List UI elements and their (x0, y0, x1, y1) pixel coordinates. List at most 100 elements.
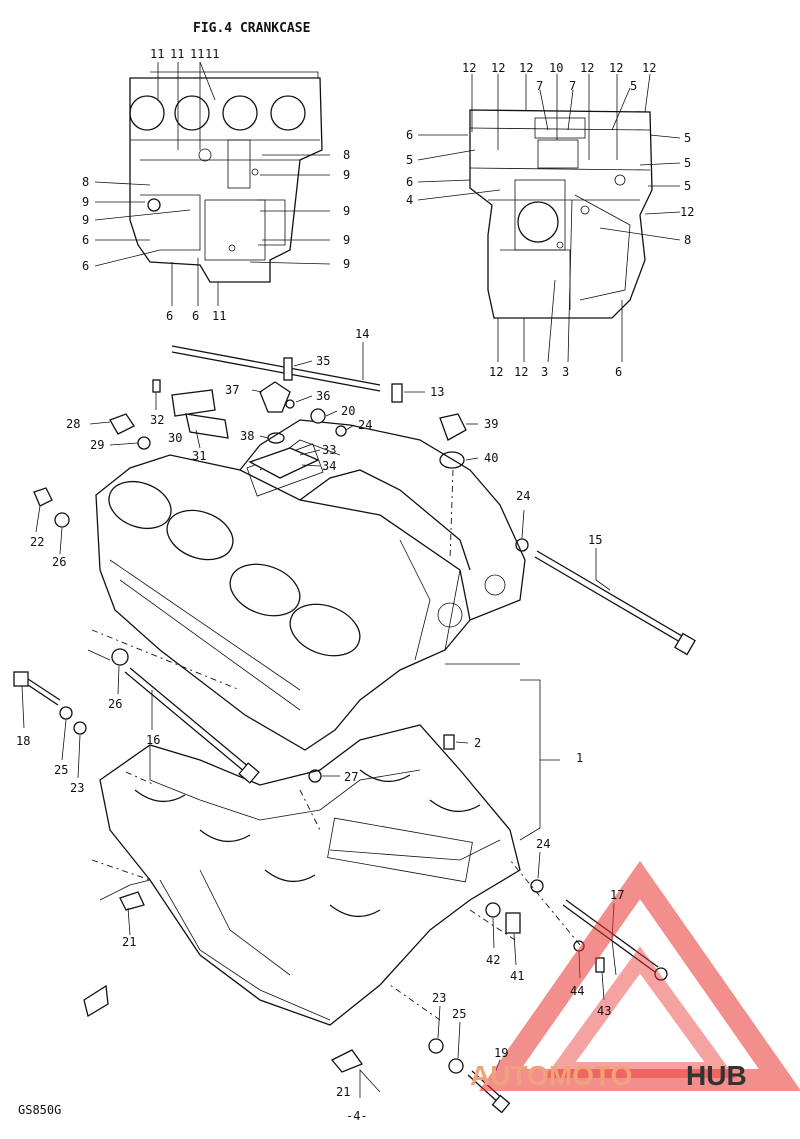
assembly-lines (87, 469, 581, 1098)
callout-9: 9 (82, 195, 89, 209)
callout-8: 8 (343, 148, 350, 162)
callout-25: 25 (452, 1007, 466, 1021)
callout-9: 9 (82, 213, 89, 227)
callout-30: 30 (168, 431, 182, 445)
callout-25: 25 (54, 763, 68, 777)
callout-33: 33 (322, 443, 336, 457)
watermark-triangle-inner (544, 946, 736, 1078)
callout-40: 40 (484, 451, 498, 465)
callout-9: 9 (343, 168, 350, 182)
callout-9: 9 (343, 257, 350, 271)
callout-39: 39 (484, 417, 498, 431)
callout-36: 36 (316, 389, 330, 403)
callout-12: 12 (519, 61, 533, 75)
callout-11: 11 (205, 47, 219, 61)
callout-17: 17 (610, 888, 624, 902)
leader-lines-main (21, 342, 617, 1081)
callout-20: 20 (341, 404, 355, 418)
callout-6: 6 (166, 309, 173, 323)
upper-case-top-view (129, 71, 323, 283)
lower-case-bottom-view (469, 109, 653, 319)
callout-12: 12 (489, 365, 503, 379)
callout-11: 11 (190, 47, 204, 61)
callout-6: 6 (406, 128, 413, 142)
callout-26: 26 (108, 697, 122, 711)
callout-4: 4 (406, 193, 413, 207)
callout-6: 6 (615, 365, 622, 379)
callout-5: 5 (406, 153, 413, 167)
callout-41: 41 (510, 969, 524, 983)
callout-43: 43 (597, 1004, 611, 1018)
callout-38: 38 (240, 429, 254, 443)
callout-9: 9 (343, 204, 350, 218)
callout-14: 14 (355, 327, 369, 341)
lower-crankcase-half (99, 724, 521, 1026)
callout-21: 21 (336, 1085, 350, 1099)
callout-3: 3 (541, 365, 548, 379)
callout-5: 5 (684, 131, 691, 145)
callout-12: 12 (580, 61, 594, 75)
figure-title: FIG.4 CRANKCASE (193, 21, 310, 36)
callout-24: 24 (358, 418, 372, 432)
callout-24: 24 (516, 489, 530, 503)
automotohub-watermark: AUTOMOTO HUB (470, 860, 800, 1091)
page-number: -4- (346, 1109, 368, 1123)
callout-19: 19 (494, 1046, 508, 1060)
callout-5: 5 (630, 79, 637, 93)
callout-27: 27 (344, 770, 358, 784)
callout-12: 12 (514, 365, 528, 379)
callout-13: 13 (430, 385, 444, 399)
callout-3: 3 (562, 365, 569, 379)
callout-5: 5 (684, 179, 691, 193)
callout-1: 1 (576, 751, 583, 765)
callout-2: 2 (474, 736, 481, 750)
watermark-text-part1: AUTOMOTO (470, 1060, 632, 1091)
callout-12: 12 (609, 61, 623, 75)
callout-12: 12 (491, 61, 505, 75)
callout-12: 12 (680, 205, 694, 219)
small-parts (13, 345, 696, 1114)
callout-31: 31 (192, 449, 206, 463)
callout-16: 16 (146, 733, 160, 747)
callout-6: 6 (82, 233, 89, 247)
callout-6: 6 (192, 309, 199, 323)
leader-lines-top-left (94, 61, 331, 306)
model-code: GS850G (18, 1103, 61, 1117)
callout-29: 29 (90, 438, 104, 452)
callout-11: 11 (170, 47, 184, 61)
callout-22: 22 (30, 535, 44, 549)
callout-35: 35 (316, 354, 330, 368)
leader-lines-top-right (417, 73, 681, 363)
callout-23: 23 (432, 991, 446, 1005)
callout-26: 26 (52, 555, 66, 569)
callout-23: 23 (70, 781, 84, 795)
callout-37: 37 (225, 383, 239, 397)
callout-34: 34 (322, 459, 336, 473)
callout-9: 9 (343, 233, 350, 247)
callout-11: 11 (150, 47, 164, 61)
callout-42: 42 (486, 953, 500, 967)
callout-8: 8 (684, 233, 691, 247)
watermark-text-part2: HUB (686, 1060, 747, 1091)
watermark-triangle-outer (478, 860, 800, 1091)
callout-15: 15 (588, 533, 602, 547)
callout-21: 21 (122, 935, 136, 949)
callout-7: 7 (536, 79, 543, 93)
callout-32: 32 (150, 413, 164, 427)
callout-6: 6 (406, 175, 413, 189)
callout-28: 28 (66, 417, 80, 431)
callout-7: 7 (569, 79, 576, 93)
callout-5: 5 (684, 156, 691, 170)
callout-24: 24 (536, 837, 550, 851)
callout-6: 6 (82, 259, 89, 273)
callout-12: 12 (462, 61, 476, 75)
callout-11: 11 (212, 309, 226, 323)
callout-18: 18 (16, 734, 30, 748)
callout-44: 44 (570, 984, 584, 998)
callout-12: 12 (642, 61, 656, 75)
upper-crankcase-half (95, 419, 526, 751)
callout-10: 10 (549, 61, 563, 75)
